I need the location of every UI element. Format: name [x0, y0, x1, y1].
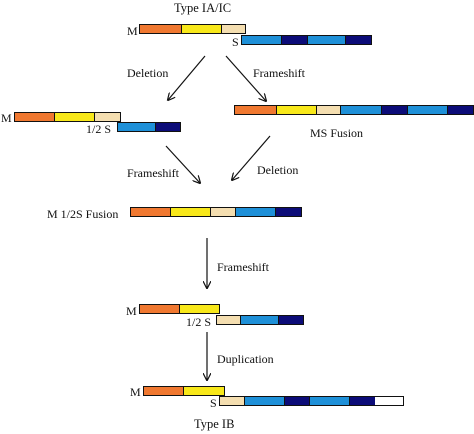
- segment-yellow: [55, 113, 95, 121]
- segment-yellow: [182, 25, 222, 33]
- s-label-top: S: [232, 35, 239, 49]
- s-label-bottom: S: [210, 396, 217, 410]
- segment-navy: [448, 106, 473, 114]
- step-label-frameshift-2: Frameshift: [127, 166, 179, 180]
- segment-orange: [235, 106, 277, 114]
- m-label-bottom: M: [130, 385, 141, 399]
- segment-blue: [245, 397, 285, 405]
- segment-navy: [285, 397, 310, 405]
- segment-yellow: [171, 208, 211, 216]
- segment-orange: [140, 305, 180, 313]
- step-label-frameshift-3: Frameshift: [217, 260, 269, 274]
- gene-bar-ms-fusion: [234, 105, 474, 115]
- segment-yellow: [277, 106, 317, 114]
- segment-orange: [144, 387, 184, 395]
- half-s-label-lower: 1/2 S: [186, 315, 212, 329]
- segment-beige: [317, 106, 341, 114]
- segment-blue: [308, 36, 346, 44]
- half-s-label-left: 1/2 S: [86, 122, 112, 136]
- segment-beige: [220, 397, 245, 405]
- gene-bar-s-top: [241, 35, 372, 45]
- segment-orange: [140, 25, 182, 33]
- m-label-lower: M: [126, 304, 137, 318]
- m-half-s-fusion-label: M 1/2S Fusion: [47, 207, 119, 221]
- segment-blue: [118, 123, 156, 131]
- step-label-duplication: Duplication: [217, 352, 274, 366]
- segment-navy: [156, 123, 180, 131]
- segment-beige: [222, 25, 245, 33]
- type-ib-title: Type IB: [194, 417, 235, 431]
- segment-navy: [282, 36, 308, 44]
- gene-bar-m-left: [14, 112, 121, 122]
- arrow-deletion-left: [168, 55, 206, 100]
- segment-yellow: [180, 305, 219, 313]
- gene-bar-m-top: [139, 24, 246, 34]
- gene-bar-half-s-left: [117, 122, 181, 132]
- step-label-deletion-1: Deletion: [127, 66, 169, 80]
- segment-beige: [95, 113, 120, 121]
- segment-blue: [341, 106, 382, 114]
- arrow-frameshift-right: [225, 55, 266, 101]
- segment-orange: [131, 208, 171, 216]
- segment-blue: [408, 106, 448, 114]
- type-ia-ic-title: Type IA/IC: [174, 1, 232, 15]
- segment-blue: [242, 36, 282, 44]
- segment-orange: [15, 113, 55, 121]
- ms-fusion-label: MS Fusion: [310, 126, 364, 140]
- segment-beige: [211, 208, 236, 216]
- segment-navy: [346, 36, 371, 44]
- step-label-deletion-2: Deletion: [257, 163, 299, 177]
- segment-yellow: [184, 387, 224, 395]
- segment-beige: [217, 316, 241, 324]
- segment-navy: [279, 316, 303, 324]
- gene-bar-half-s-lower: [216, 315, 304, 325]
- arrow-frameshift-converge: [165, 145, 200, 183]
- step-label-frameshift-1: Frameshift: [253, 66, 305, 80]
- gene-bar-m-lower: [139, 304, 220, 314]
- gene-bar-m-bottom: [143, 386, 225, 396]
- gene-bar-m-half-s-fusion: [130, 207, 302, 217]
- m-label-left: M: [1, 111, 12, 125]
- segment-blue: [241, 316, 279, 324]
- segment-blue: [310, 397, 350, 405]
- m-label-top: M: [127, 24, 138, 38]
- segment-blue: [236, 208, 276, 216]
- gene-bar-s-bottom: [219, 396, 404, 406]
- segment-navy: [350, 397, 375, 405]
- segment-navy: [382, 106, 408, 114]
- arrow-deletion-converge: [232, 135, 271, 180]
- segment-navy: [276, 208, 301, 216]
